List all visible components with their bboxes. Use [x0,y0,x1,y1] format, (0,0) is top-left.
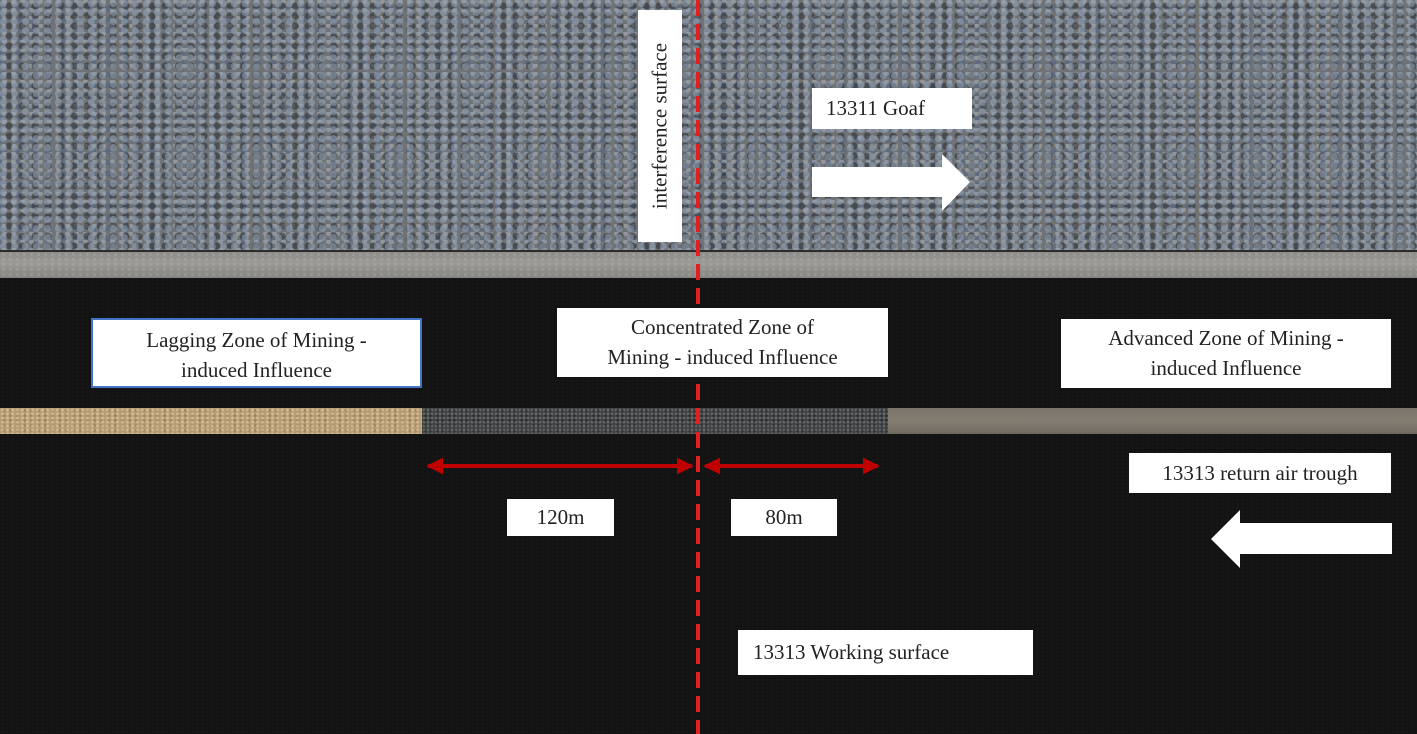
advanced-zone-label: Advanced Zone of Mining - induced Influe… [1061,319,1391,388]
goaf-direction-arrow [812,154,970,211]
seam-concentrated-segment [422,408,888,434]
seam-advanced-segment [888,408,1417,434]
working-surface-label: 13313 Working surface [738,630,1033,675]
goaf-label: 13311 Goaf [812,88,972,129]
concentrated-zone-label: Concentrated Zone of Mining - induced In… [557,308,888,377]
return-air-direction-arrow [1211,510,1392,568]
interference-surface-label: interference surface [638,10,682,242]
distance-label-120m: 120m [507,499,614,536]
seam-lagging-segment [0,408,422,434]
lagging-zone-label: Lagging Zone of Mining - induced Influen… [91,318,422,388]
goaf-boundary [0,250,1417,252]
distance-label-80m: 80m [731,499,837,536]
return-air-trough-label: 13313 return air trough [1129,453,1391,493]
goaf-gravel-region [0,0,1417,252]
concrete-roof-stripe [0,252,1417,278]
